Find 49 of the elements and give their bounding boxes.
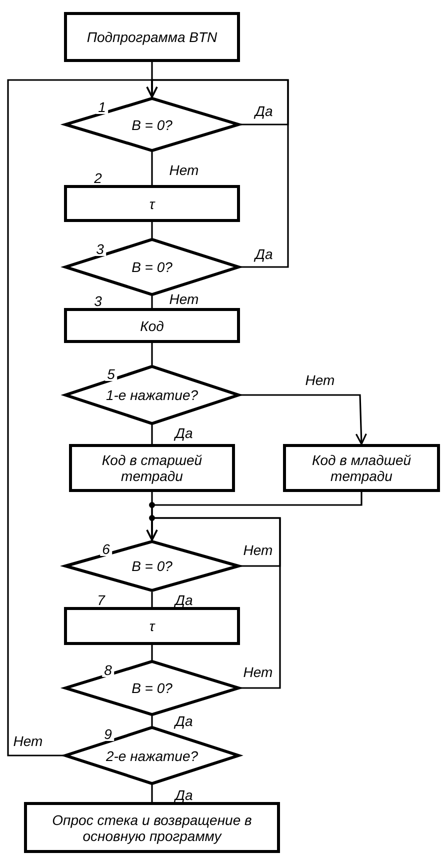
block-text: 1-е нажатие? xyxy=(104,387,200,403)
edge-label: Нет xyxy=(242,665,274,679)
process-box xyxy=(283,444,440,492)
block-text: τ xyxy=(148,196,156,212)
arrow xyxy=(240,394,367,445)
process-box xyxy=(24,802,280,853)
edge-label: Да xyxy=(174,593,194,607)
block-text: Код в младшей тетради xyxy=(310,452,412,484)
edge-label: Нет xyxy=(168,292,200,306)
block-number: 6 xyxy=(100,542,112,556)
arrow xyxy=(146,517,281,689)
block-number: 3 xyxy=(94,242,106,256)
block-number: 3 xyxy=(92,294,104,308)
block-text: B = 0? xyxy=(130,116,174,132)
edge-label: Да xyxy=(174,714,194,728)
connector-line xyxy=(151,785,153,802)
block-text: Подпрограмма BTN xyxy=(86,29,218,45)
connector-line xyxy=(151,592,153,607)
edge-label: Нет xyxy=(12,734,44,748)
process-box xyxy=(64,12,240,62)
block-text: 2-е нажатие? xyxy=(104,748,200,764)
edge-label: Нет xyxy=(304,373,336,387)
process-box xyxy=(69,444,235,492)
edge-label: Да xyxy=(254,104,274,118)
block-number: 1 xyxy=(96,100,108,114)
block-number: 2 xyxy=(92,171,104,185)
block-text: Код в старшей тетради xyxy=(100,452,204,484)
connector-line xyxy=(151,152,153,185)
block-text: Код xyxy=(139,318,165,334)
connector-line xyxy=(151,716,153,726)
connector-line xyxy=(151,343,153,365)
block-number: 9 xyxy=(102,727,114,741)
arrow xyxy=(7,79,158,756)
block-text: B = 0? xyxy=(130,680,174,696)
block-text: τ xyxy=(148,618,156,634)
block-number: 5 xyxy=(105,367,117,381)
block-number: 8 xyxy=(102,663,114,677)
connector-line xyxy=(151,222,153,238)
edge-label: Да xyxy=(174,426,194,440)
edge-label: Нет xyxy=(242,543,274,557)
connector-line xyxy=(151,645,153,660)
edge-label: Да xyxy=(174,788,194,802)
edge-label: Да xyxy=(254,247,274,261)
block-text: Опрос стека и возвращение в основную программу xyxy=(51,812,253,844)
block-text: B = 0? xyxy=(130,259,174,275)
connector-line xyxy=(151,425,153,444)
edge-label: Нет xyxy=(168,163,200,177)
block-text: B = 0? xyxy=(130,558,174,574)
connector-line xyxy=(151,296,153,308)
